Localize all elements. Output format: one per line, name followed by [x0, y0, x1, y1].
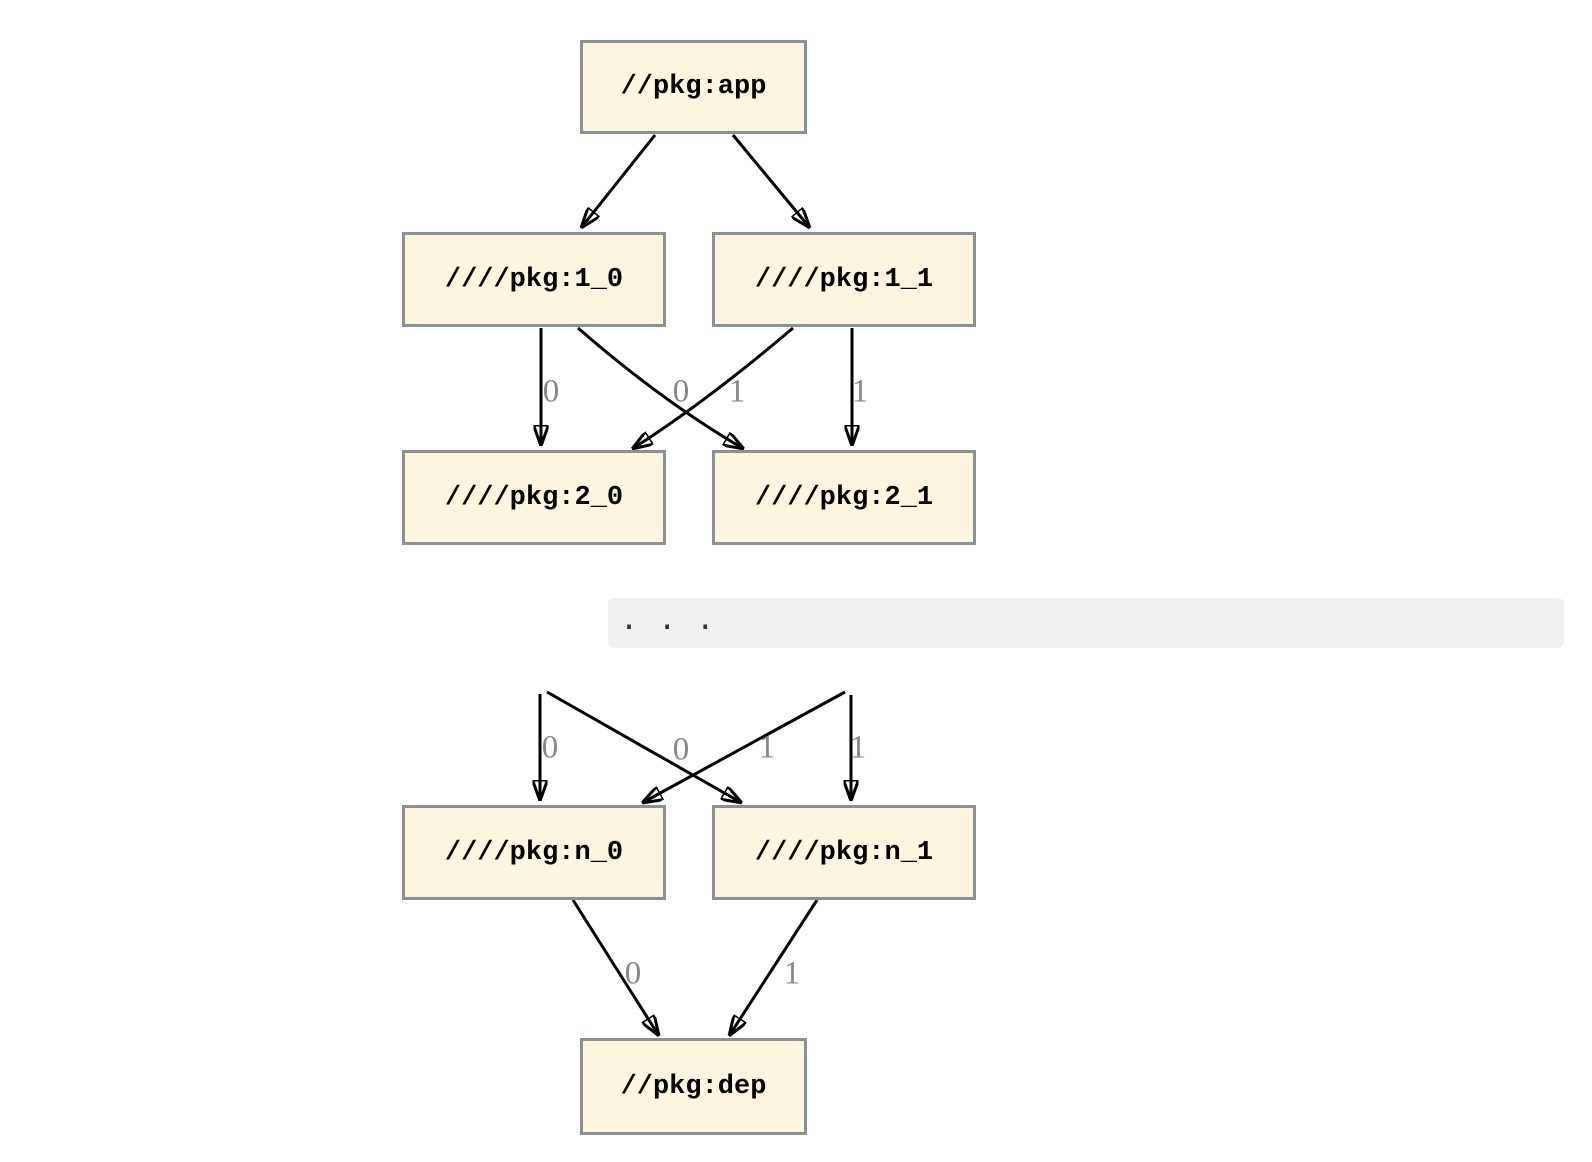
node-pkg-2_0: ////pkg:2_0 [402, 450, 666, 545]
edge-label-1_1-2_0: 0 [672, 373, 690, 410]
node-label: ////pkg:n_0 [444, 837, 624, 868]
edge-prev1-to-n_0 [642, 690, 846, 803]
edge-label-n_0-dep: 0 [624, 955, 642, 992]
node-label: ////pkg:1_0 [444, 264, 624, 295]
node-label: ////pkg:1_1 [754, 264, 934, 295]
node-pkg-n_0: ////pkg:n_0 [402, 805, 666, 900]
node-label: //pkg:app [620, 72, 767, 102]
node-pkg-2_1: ////pkg:2_1 [712, 450, 976, 545]
node-pkg-1_0: ////pkg:1_0 [402, 232, 666, 327]
edge-app-to-1_0 [581, 134, 657, 228]
edge-prev0-to-n_1 [546, 690, 742, 803]
node-pkg-dep: //pkg:dep [580, 1038, 807, 1135]
edge-label-prev0-n_1: 1 [758, 729, 776, 766]
edge-label-1_0-2_0: 0 [542, 373, 560, 410]
ellipsis-band: . . . [608, 598, 1564, 648]
edge-label-prev1-n_0: 0 [672, 731, 690, 768]
edge-n_1-to-dep [729, 899, 819, 1036]
node-pkg-n_1: ////pkg:n_1 [712, 805, 976, 900]
node-label: ////pkg:n_1 [754, 837, 934, 868]
edge-1_0-to-2_1 [577, 326, 744, 449]
node-label: //pkg:dep [620, 1071, 767, 1102]
edge-1_1-to-2_0 [632, 326, 794, 449]
edge-label-prev1-n_1: 1 [849, 729, 867, 766]
node-label: ////pkg:2_1 [754, 482, 934, 513]
edge-label-1_0-2_1: 1 [728, 373, 746, 410]
node-pkg-1_1: ////pkg:1_1 [712, 232, 976, 327]
edge-label-n_1-dep: 1 [783, 955, 801, 992]
node-pkg-app: //pkg:app [580, 40, 807, 134]
edge-app-to-1_1 [731, 134, 810, 228]
node-label: ////pkg:2_0 [444, 482, 624, 513]
edge-label-1_1-2_1: 1 [851, 373, 869, 410]
ellipsis-dots: . . . [620, 601, 716, 637]
edge-label-prev0-n_0: 0 [541, 729, 559, 766]
edge-n_0-to-dep [571, 899, 659, 1036]
